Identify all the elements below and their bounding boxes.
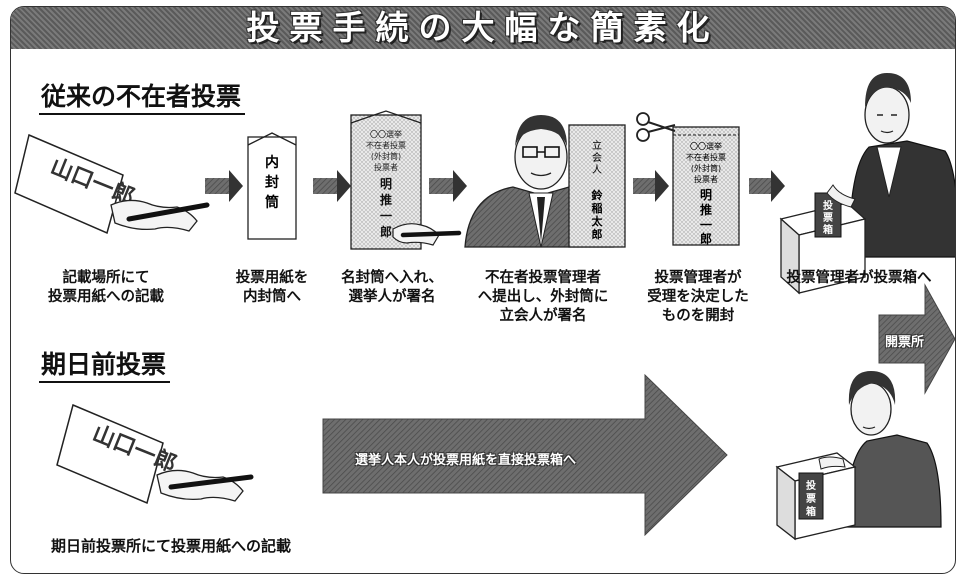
step-1-caption: 記載場所にて投票用紙への記載 (48, 270, 164, 305)
witness-name-4: 郎 (592, 227, 603, 241)
ballot-box-label-2: 票 (823, 212, 833, 224)
opened-envelope-illustration: 〇〇選挙 不在者投票 (外封筒) 投票者 明 推 一 郎 (672, 126, 740, 246)
flow-arrow-5 (749, 170, 785, 202)
named-envelope-name-3: 一 (380, 209, 392, 223)
ballot-box-label-3: 箱 (823, 223, 833, 236)
step-3-caption: 名封筒へ入れ、選挙人が署名 (341, 270, 443, 305)
step-5-caption: 投票管理者が受理を決定したものを開封 (647, 270, 749, 324)
early-ballot-writing-illustration: 山口一郎 (56, 403, 254, 505)
inner-envelope-text-3: 筒 (265, 194, 279, 211)
named-envelope-illustration: 〇〇選挙 不在者投票 (外封筒) 投票者 明 推 一 郎 (350, 110, 462, 250)
ballot-box-label-1: 投 (823, 199, 833, 212)
illustration-layer: 山口一郎 内 封 筒 〇〇選挙 不在者投票 (外封筒) 投票者 明 推 一 郎 (14, 73, 955, 541)
opened-envelope-name-1: 明 (700, 188, 712, 202)
early-vote-caption: 期日前投票所にて投票用紙への記載 (51, 537, 292, 555)
flow-arrow-4 (633, 170, 669, 202)
named-envelope-name-1: 明 (380, 177, 392, 191)
witness-name-2: 稲 (592, 201, 603, 215)
witness-label-2: 会 (592, 151, 602, 164)
ballot-writing-illustration: 山口一郎 (14, 133, 210, 235)
named-envelope-header-2: 不在者投票 (366, 140, 406, 150)
early-ballot-box-label-2: 票 (806, 493, 816, 505)
opened-envelope-header-4: 投票者 (694, 174, 718, 184)
opened-envelope-name-4: 郎 (700, 231, 712, 246)
witness-label-3: 人 (592, 164, 602, 176)
flow-arrow-3 (429, 170, 467, 202)
section-title-early: 期日前投票 (39, 351, 171, 383)
witness-name-1: 鈴 (592, 188, 604, 202)
opened-envelope-name-2: 推 (700, 202, 712, 217)
early-ballot-box-label-3: 箱 (806, 505, 816, 518)
named-envelope-header-1: 〇〇選挙 (370, 129, 402, 139)
ballot-box-manager-illustration: 投 票 箱 (779, 73, 955, 295)
named-envelope-header-3: (外封筒) (371, 151, 401, 161)
early-vote-arrow-text: 選挙人本人が投票用紙を直接投票箱へ (355, 453, 577, 468)
inner-envelope-text-1: 内 (265, 154, 279, 171)
step-4-caption: 不在者投票管理者へ提出し、外封筒に立会人が署名 (477, 270, 609, 324)
scissors-icon (636, 112, 676, 142)
flow-arrow-1 (205, 170, 243, 202)
outer-envelope-illustration: 立 会 人 鈴 稲 太 郎 (568, 124, 626, 248)
step-6-caption: 投票管理者が投票箱へ (786, 270, 932, 286)
polling-place-arrow (878, 283, 955, 395)
flow-arrow-2 (313, 170, 351, 202)
diagram-frame: 投票手続の大幅な簡素化 従来の不在者投票 期日前投票 山口一郎 内 (10, 6, 956, 574)
opened-envelope-header-1: 〇〇選挙 (690, 141, 722, 151)
early-voter-illustration: 投 票 箱 (775, 371, 942, 541)
section-title-absentee: 従来の不在者投票 (39, 83, 246, 115)
witness-name-3: 太 (591, 214, 604, 228)
inner-envelope-illustration: 内 封 筒 (247, 132, 297, 240)
named-envelope-name-4: 郎 (380, 224, 392, 239)
early-ballot-box-label-1: 投 (806, 479, 816, 492)
opened-envelope-header-2: 不在者投票 (686, 152, 726, 162)
early-vote-arrow (322, 373, 728, 537)
opened-envelope-header-3: (外封筒) (691, 163, 721, 173)
opened-envelope-name-3: 一 (700, 218, 712, 232)
step-2-caption: 投票用紙を内封筒へ (235, 270, 309, 305)
witness-label-1: 立 (592, 139, 602, 152)
page-title: 投票手続の大幅な簡素化 (246, 8, 720, 47)
polling-place-label: 開票所 (885, 335, 925, 350)
inner-envelope-text-2: 封 (265, 174, 279, 191)
named-envelope-header-4: 投票者 (374, 162, 398, 172)
title-banner (11, 7, 955, 49)
named-envelope-name-2: 推 (380, 192, 392, 207)
